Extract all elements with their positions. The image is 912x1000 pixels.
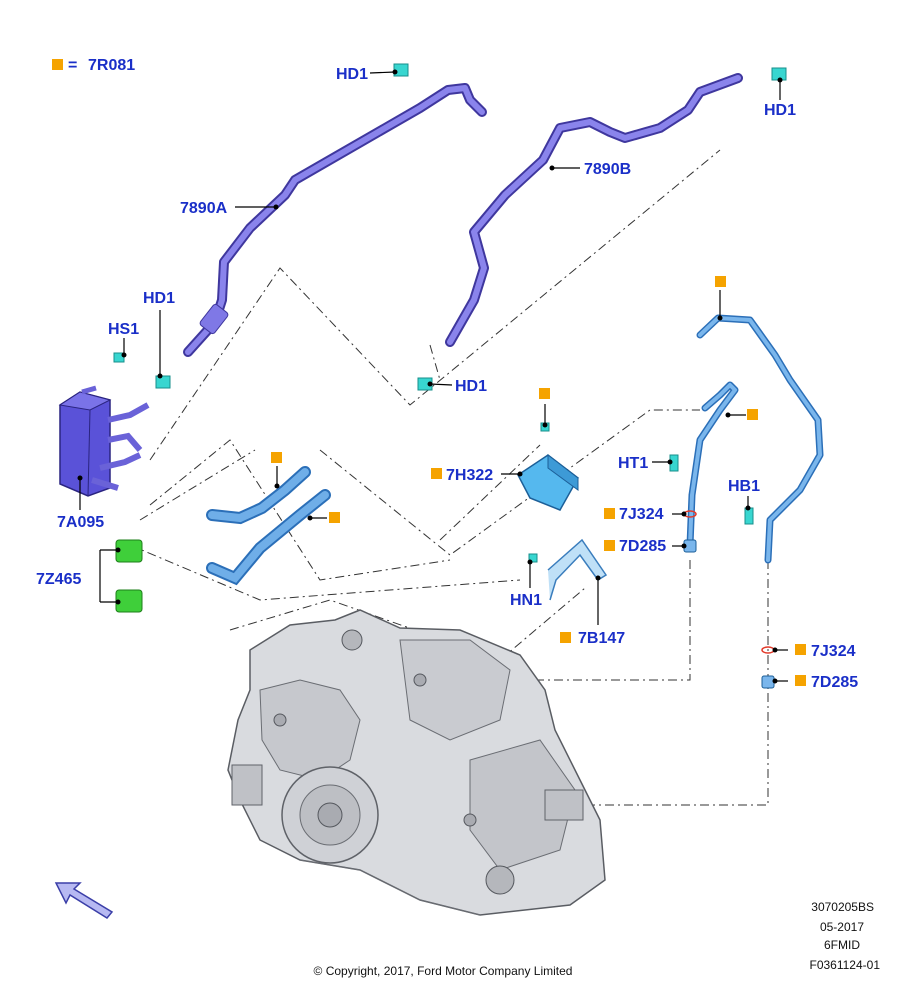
arrow-icon: [54, 882, 114, 919]
tube-7890a[interactable]: [183, 83, 487, 357]
label-7890b: 7890B: [584, 161, 631, 178]
meta-line-2: 05-2017: [820, 920, 864, 934]
transmission-tubes[interactable]: [686, 314, 824, 564]
label-hd1-top-right: HD1: [764, 102, 796, 119]
legend-marker: [52, 59, 63, 70]
cooler-hoses[interactable]: [206, 466, 331, 586]
hn1-clip[interactable]: [528, 553, 538, 563]
label-hd1-left: HD1: [143, 290, 175, 307]
label-7d285-b: 7D285: [811, 674, 858, 691]
bracket-7b147[interactable]: [547, 538, 608, 601]
oil-cooler[interactable]: [58, 385, 150, 497]
label-hn1: HN1: [510, 592, 542, 609]
fitting-7d285-b[interactable]: [761, 675, 775, 689]
copyright: © Copyright, 2017, Ford Motor Company Li…: [314, 964, 573, 978]
label-7z465: 7Z465: [36, 571, 81, 588]
label-hd1-mid: HD1: [455, 378, 487, 395]
hd1-clip-left[interactable]: [155, 375, 171, 389]
label-hd1-top-left: HD1: [336, 66, 368, 83]
meta-line-1: 3070205BS: [811, 900, 874, 914]
label-7h322: 7H322: [446, 467, 493, 484]
label-hs1: HS1: [108, 321, 139, 338]
bracket-7h322[interactable]: [517, 453, 579, 511]
label-7890a: 7890A: [180, 200, 228, 217]
orange-markers: [52, 59, 806, 686]
tube-7890b[interactable]: [445, 73, 743, 347]
hb1-clip[interactable]: [744, 507, 754, 525]
label-7d285-a: 7D285: [619, 538, 666, 555]
meta-line-3: 6FMID: [824, 938, 860, 952]
label-ht1: HT1: [618, 455, 648, 472]
legend-equals: =: [68, 57, 77, 74]
leaders: [77, 69, 788, 684]
label-7b147: 7B147: [578, 630, 625, 647]
label-7j324-a: 7J324: [619, 506, 664, 523]
label-7a095: 7A095: [57, 514, 104, 531]
legend-code: 7R081: [88, 57, 135, 74]
label-hb1: HB1: [728, 478, 760, 495]
meta-line-4: F0361124-01: [810, 958, 881, 972]
transmission-housing[interactable]: [227, 609, 606, 916]
label-7j324-b: 7J324: [811, 643, 856, 660]
